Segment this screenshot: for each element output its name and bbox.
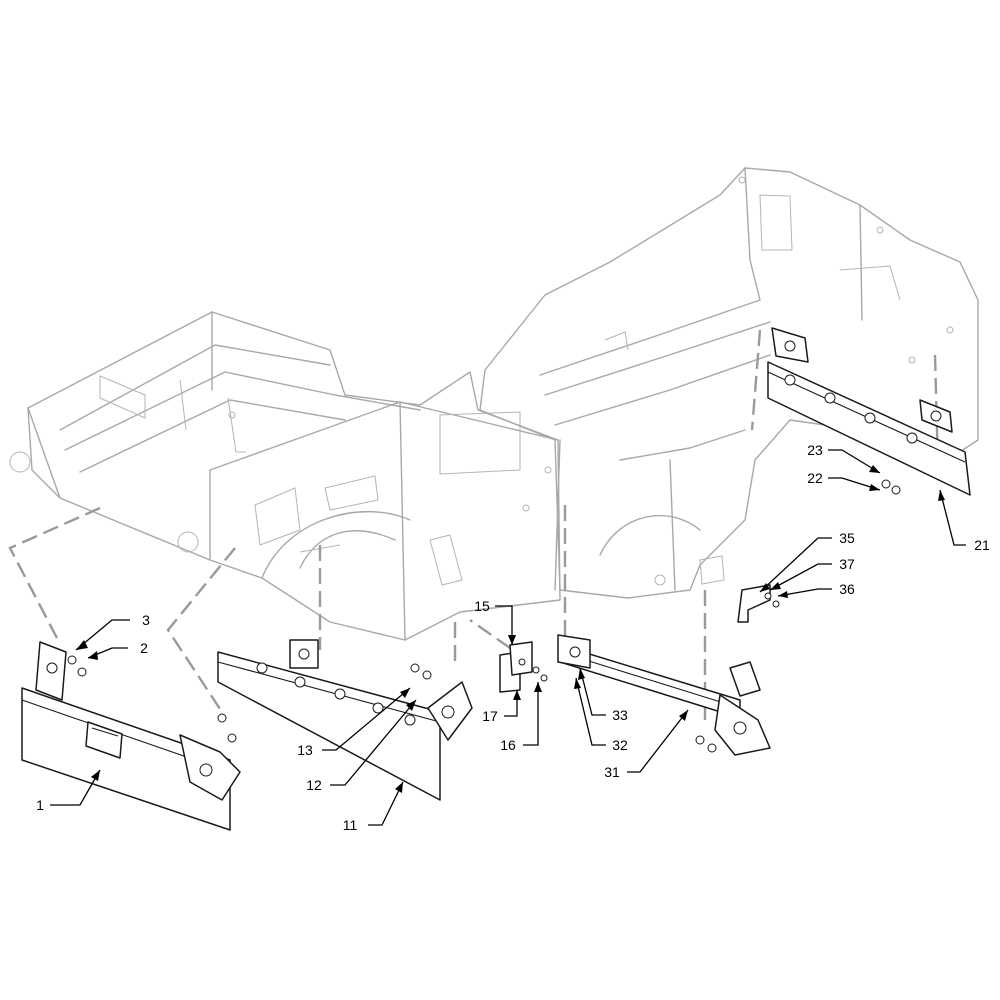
callout-22: 22 (807, 470, 823, 486)
part-11-center-bar-assembly (217, 639, 473, 801)
callout-23: 23 (807, 442, 823, 458)
rear-frame-section (9, 311, 561, 641)
callout-15: 15 (474, 598, 490, 614)
callout-31: 31 (604, 764, 620, 780)
part-35-small-bracket (737, 584, 780, 623)
callout-17: 17 (482, 708, 498, 724)
front-frame-section (479, 167, 979, 599)
callout-16: 16 (500, 737, 516, 753)
callout-32: 32 (612, 737, 628, 753)
callout-33: 33 (612, 707, 628, 723)
callout-leaders (50, 449, 966, 826)
callout-36: 36 (839, 581, 855, 597)
part-31-side-bar-assembly (557, 634, 771, 756)
part-21-front-bar-assembly (767, 327, 971, 496)
part-1-rear-bumper-assembly (21, 641, 241, 831)
callout-37: 37 (839, 556, 855, 572)
callout-35: 35 (839, 530, 855, 546)
part-15-bracket (499, 641, 548, 693)
callout-1: 1 (36, 797, 44, 813)
callout-11: 11 (343, 817, 358, 833)
callout-labels: 3 2 1 11 12 13 15 16 17 21 22 23 31 32 3… (36, 442, 990, 833)
callout-3: 3 (142, 612, 150, 628)
callout-2: 2 (140, 640, 148, 656)
callout-12: 12 (306, 777, 322, 793)
callout-13: 13 (297, 742, 313, 758)
callout-21: 21 (974, 537, 990, 553)
